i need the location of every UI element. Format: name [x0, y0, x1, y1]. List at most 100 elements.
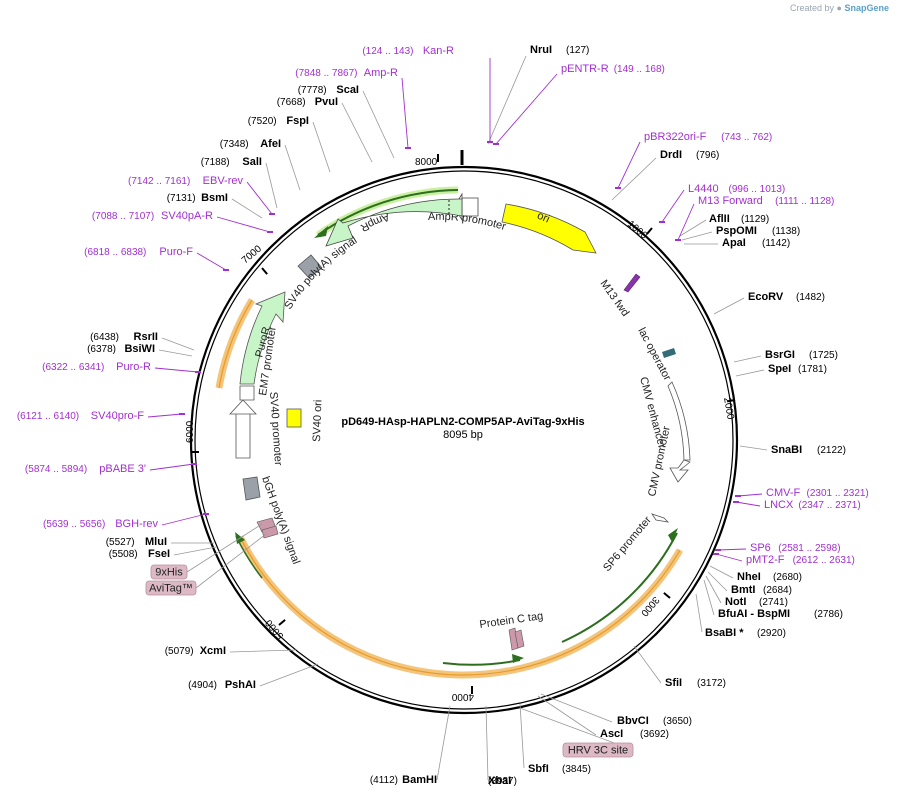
primer-l4440[interactable]: L4440 (996 .. 1013) [659, 183, 785, 223]
primer-position: (149 .. 168) [614, 64, 665, 75]
credit-text: Created by [789, 3, 835, 13]
enzyme-position: (2786) [814, 609, 843, 620]
ori-feature: ori [501, 203, 597, 254]
enzyme-position: (7668) [277, 97, 306, 108]
enzyme-sbfi[interactable]: SbfI(3845) [519, 703, 591, 775]
sv40-ori-box [286, 408, 302, 428]
enzyme-position: (1781) [798, 364, 827, 375]
primer-sv40pro-f[interactable]: SV40pro-F(6121 .. 6140) [17, 410, 185, 422]
enzyme-bsabi[interactable]: BsaBI *(2920) [695, 593, 786, 639]
primer-name: L4440 [688, 183, 719, 195]
primer-position: (743 .. 762) [721, 132, 772, 143]
enzyme-scai[interactable]: ScaI(7778) [298, 84, 395, 159]
enzyme-sfii[interactable]: SfiI(3172) [633, 645, 726, 689]
ori-label: ori [535, 210, 551, 226]
primer-position: (7848 .. 7867) [295, 68, 357, 79]
primer-name: SP6 [750, 542, 771, 554]
primer-ebv-rev[interactable]: EBV-rev(7142 .. 7161) [128, 175, 275, 215]
enzyme-xbai[interactable]: XbaI(3937) [485, 705, 517, 787]
boxed-label-9xhis: 9xHis [150, 523, 263, 580]
primer-name: SV40pro-F [91, 410, 144, 422]
primer-puro-r[interactable]: Puro-R(6322 .. 6341) [42, 361, 201, 373]
snapgene-brand: SnapGene [844, 3, 889, 13]
enzyme-noti[interactable]: NotI(2741) [705, 575, 788, 608]
enzyme-bmti[interactable]: BmtI(2684) [707, 571, 792, 596]
enzyme-fspi[interactable]: FspI(7520) [248, 115, 331, 173]
boxed-label-avitag: AviTag™ [145, 533, 267, 596]
enzyme-position: (3650) [663, 716, 692, 727]
ori-arrow [501, 203, 597, 254]
enzyme-snabi[interactable]: SnaBI(2122) [739, 444, 846, 456]
primer-pentr-r[interactable]: pENTR-R(149 .. 168) [493, 63, 665, 145]
primer-pbr322ori-f[interactable]: pBR322ori-F(743 .. 762) [615, 131, 772, 189]
enzyme-position: (796) [696, 150, 719, 161]
enzyme-afei[interactable]: AfeI(7348) [220, 138, 301, 191]
enzyme-name: BsaBI * [705, 627, 744, 639]
primer-pbabe-3[interactable]: pBABE 3'(5874 .. 5894) [25, 463, 197, 475]
backbone-inner [194, 170, 734, 710]
m13-fwd-feature: M13 fwd [598, 273, 641, 319]
backbone-outer [189, 165, 739, 715]
enzyme-spei[interactable]: SpeI(1781) [735, 363, 827, 377]
enzyme-fsei[interactable]: FseI(5508) [109, 546, 217, 560]
primer-puro-f[interactable]: Puro-F(6818 .. 6838) [84, 246, 229, 271]
enzyme-position: (127) [566, 45, 589, 56]
primer-pmt2-f[interactable]: pMT2-F(2612 .. 2631) [713, 553, 855, 566]
enzyme-pshai[interactable]: PshAI(4904) [188, 663, 319, 691]
enzyme-position: (5079) [165, 646, 194, 657]
enzyme-ecorv[interactable]: EcoRV(1482) [713, 291, 825, 315]
boxed-label-text: HRV 3C site [568, 745, 628, 757]
enzyme-bbvci[interactable]: BbvCI(3650) [540, 693, 692, 727]
ampr-promoter-label: AmpR promoter [428, 211, 508, 233]
snapgene-credit: Created by ● SnapGene [790, 3, 889, 13]
bgh-polya-box [242, 476, 261, 501]
enzyme-bsrgi[interactable]: BsrGI(1725) [733, 349, 838, 363]
tick-label-6000: 6000 [185, 420, 196, 443]
enzyme-asci[interactable]: AscI(3692) [537, 695, 669, 740]
enzyme-xcmi[interactable]: XcmI(5079) [165, 645, 297, 657]
primer-lncx[interactable]: LNCX(2347 .. 2371) [733, 499, 861, 511]
primer-sp6[interactable]: SP6(2581 .. 2598) [715, 542, 841, 554]
enzyme-mlui[interactable]: MluI(5527) [106, 536, 214, 548]
enzyme-bsiwi[interactable]: BsiWI(6378) [87, 343, 193, 357]
cmv-promoter-label: CMV promoter [646, 425, 673, 498]
enzyme-rsrii[interactable]: RsrII(6438) [90, 331, 195, 351]
enzyme-nrui[interactable]: NruI(127) [487, 44, 589, 145]
enzyme-apai[interactable]: ApaI(1142) [684, 237, 790, 249]
ampr-orf-head [314, 226, 328, 238]
sv40-ori-label: SV40 ori [311, 400, 324, 443]
primer-kan-r[interactable]: Kan-R(124 .. 143) [362, 45, 493, 143]
enzyme-name: PvuI [315, 96, 338, 108]
primer-position: (2301 .. 2321) [807, 488, 869, 499]
primer-name: Kan-R [423, 45, 454, 57]
sv40-promoter-arrow [235, 411, 251, 459]
primer-cmv-f[interactable]: CMV-F(2301 .. 2321) [735, 487, 869, 499]
primer-m13-forward[interactable]: M13 Forward(1111 .. 1128) [675, 195, 834, 241]
sv40-polya-label: SV40 poly(A) signal [282, 234, 359, 311]
primer-name: LNCX [764, 499, 794, 511]
enzyme-pvui[interactable]: PvuI (7668) [277, 96, 373, 163]
primer-position: (996 .. 1013) [729, 184, 786, 195]
boxed-label-text: AviTag™ [149, 583, 193, 595]
enzyme-pspomi[interactable]: PspOMI(1138) [681, 225, 800, 241]
enzyme-sali[interactable]: SalI(7188) [201, 156, 278, 209]
enzyme-drdi[interactable]: DrdI(796) [611, 149, 719, 201]
enzyme-aflii[interactable]: AflII(1129) [679, 213, 769, 237]
tick-label-8000: 8000 [415, 157, 438, 168]
enzyme-name: AfeI [260, 138, 281, 150]
em7-promoter-box [239, 385, 255, 401]
enzyme-name: ScaI [336, 84, 359, 96]
enzyme-bamhi[interactable]: BamHI(4112) [370, 705, 451, 786]
primer-amp-r[interactable]: Amp-R(7848 .. 7867) [295, 67, 411, 149]
enzyme-position: (3937) [488, 776, 517, 787]
enzyme-nhei[interactable]: NheI(2680) [709, 565, 802, 583]
enzyme-bsmi[interactable]: BsmI(7131) [167, 192, 263, 219]
tick-6000: 6000 [185, 420, 199, 453]
enzyme-bfuai-bspmi[interactable]: BfuAI - BspMI(2786) [703, 579, 843, 620]
primer-bgh-rev[interactable]: BGH-rev(5639 .. 5656) [43, 513, 209, 530]
tick-4000: 4000 [451, 686, 474, 702]
primer-sv40pa-r[interactable]: SV40pA-R(7088 .. 7107) [92, 210, 273, 233]
lac-operator-feature: lac operator [635, 326, 676, 383]
enzyme-name: XbaI [488, 775, 511, 787]
